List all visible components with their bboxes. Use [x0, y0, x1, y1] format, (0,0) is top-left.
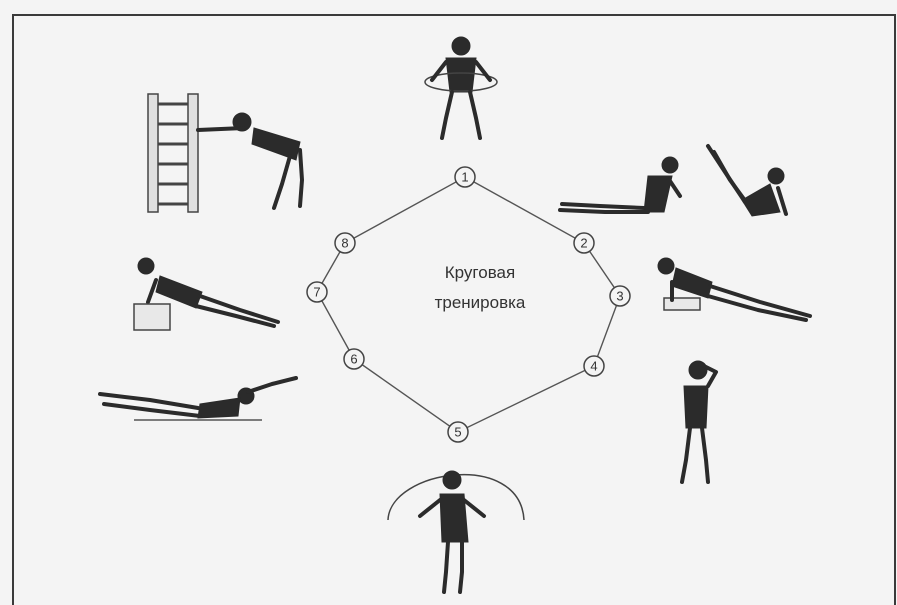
node-label-2: 2	[580, 236, 587, 251]
jump-rope-icon	[388, 471, 524, 592]
hula-hoop-icon	[425, 37, 497, 138]
title-line-1: Круговая	[380, 258, 580, 288]
prone-back-lift-icon	[100, 378, 296, 420]
node-label-3: 3	[616, 289, 623, 304]
diagram-title: Круговая тренировка	[380, 258, 580, 318]
node-label-5: 5	[454, 425, 461, 440]
dumbbell-standing-icon	[682, 361, 716, 482]
node-label-6: 6	[350, 352, 357, 367]
wall-bars-stretch-icon	[148, 94, 302, 212]
sit-up-icon	[560, 157, 680, 212]
node-8: 8	[335, 233, 355, 253]
back-extension-on-bench-icon	[658, 258, 810, 320]
incline-push-up-icon	[134, 258, 278, 330]
node-6: 6	[344, 349, 364, 369]
node-1: 1	[455, 167, 475, 187]
node-4: 4	[584, 356, 604, 376]
node-2: 2	[574, 233, 594, 253]
title-line-2: тренировка	[380, 288, 580, 318]
node-label-1: 1	[461, 170, 468, 185]
node-7: 7	[307, 282, 327, 302]
node-3: 3	[610, 286, 630, 306]
v-up-icon	[708, 146, 786, 216]
node-label-4: 4	[590, 359, 597, 374]
node-label-8: 8	[341, 236, 348, 251]
node-label-7: 7	[313, 285, 320, 300]
node-5: 5	[448, 422, 468, 442]
